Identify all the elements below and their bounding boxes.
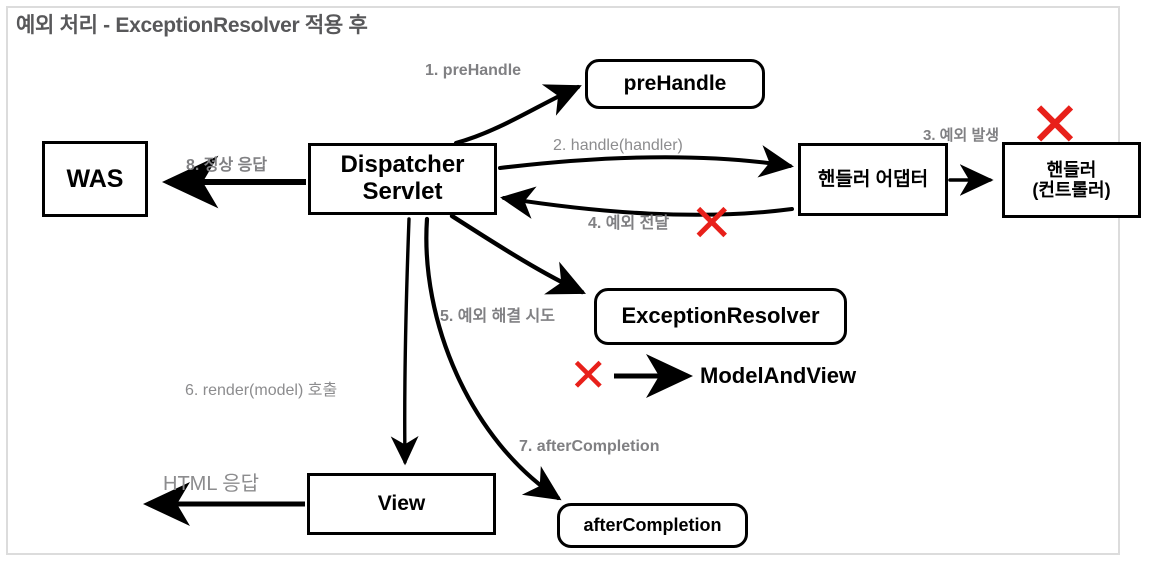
x-exception-propagation-glyph: ✕ [690,195,734,253]
node-exception-resolver-label: ExceptionResolver [621,303,820,329]
node-prehandle[interactable]: preHandle [585,59,765,109]
node-dispatcher-servlet-label-line2: Servlet [362,178,443,205]
node-view[interactable]: View [307,473,496,535]
text-model-and-view: ModelAndView [700,363,856,389]
node-handler-controller-label-line2: (컨트롤러) [1032,180,1111,200]
x-model-and-view-icon: ✕ [569,352,608,398]
edge-label-step-3: 3. 예외 발생 [923,124,999,145]
edge-label-step-1-text: 1. preHandle [425,62,522,79]
x-model-and-view-glyph: ✕ [569,349,608,401]
x-handler-exception-glyph: ✕ [1029,91,1081,160]
edge-label-step-7-text: 7. afterCompletion [519,438,660,455]
edge-label-step-8: 8. 정상 응답 [186,151,267,175]
edge-label-html-response-text: HTML 응답 [163,473,260,495]
node-dispatcher-servlet[interactable]: Dispatcher Servlet [308,143,497,215]
node-was-label: WAS [66,165,124,193]
node-dispatcher-servlet-label-line1: Dispatcher [340,151,465,179]
edge-label-step-1: 1. preHandle [425,62,521,80]
node-view-label: View [377,492,426,516]
x-exception-propagation-icon: ✕ [690,198,734,250]
edge-label-step-4-text: 4. 예외 전달 [588,215,670,232]
node-handler-adapter-label: 핸들러 어댑터 [817,168,929,190]
node-handler-controller-label-line1: 핸들러 [1046,159,1097,180]
edge-label-step-7: 7. afterCompletion [519,438,659,456]
edge-label-step-3-text: 3. 예외 발생 [923,127,1000,144]
node-handler-adapter[interactable]: 핸들러 어댑터 [798,143,948,216]
text-model-and-view-label: ModelAndView [700,363,857,388]
node-exception-resolver[interactable]: ExceptionResolver [594,288,847,345]
edge-label-step-6: 6. render(model) 호출 [185,376,337,400]
edge-label-step-5: 5. 예외 해결 시도 [440,302,555,326]
edge-label-html-response: HTML 응답 [163,467,259,496]
node-prehandle-label: preHandle [623,72,727,96]
node-after-completion-label: afterCompletion [583,515,722,536]
edge-label-step-6-text: 6. render(model) 호출 [185,382,338,399]
node-was[interactable]: WAS [42,141,148,217]
page-title: 예외 처리 - ExceptionResolver 적용 후 [16,14,368,37]
edge-label-step-8-text: 8. 정상 응답 [186,157,268,174]
edge-label-step-2: 2. handle(handler) [553,137,683,155]
edge-label-step-2-text: 2. handle(handler) [553,137,683,154]
node-handler-controller[interactable]: 핸들러 (컨트롤러) [1002,142,1141,218]
x-handler-exception-icon: ✕ [1029,95,1081,157]
edge-label-step-5-text: 5. 예외 해결 시도 [440,308,555,325]
node-after-completion[interactable]: afterCompletion [557,503,748,548]
edge-label-step-4: 4. 예외 전달 [588,209,669,233]
